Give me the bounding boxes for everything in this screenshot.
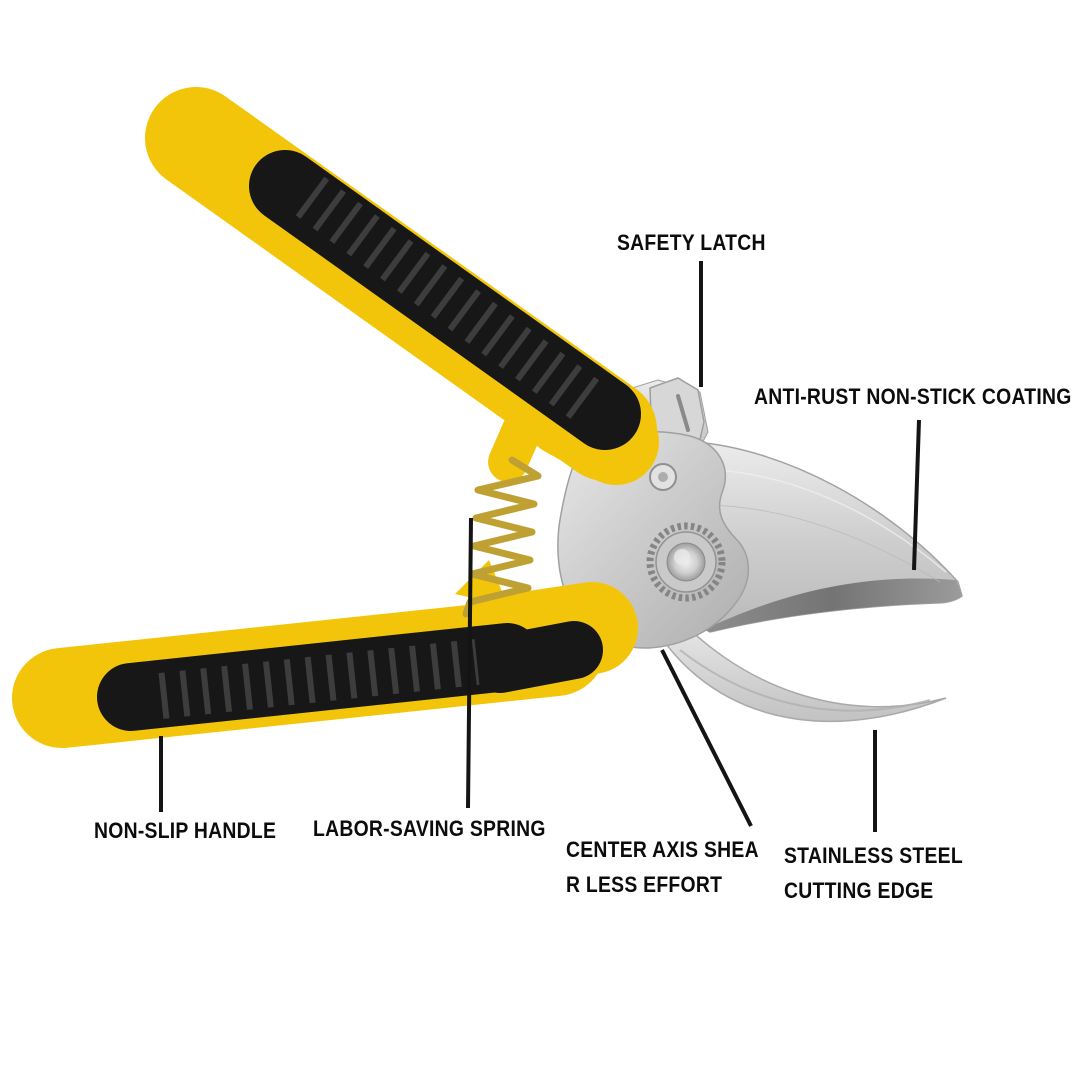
bolt-knurling xyxy=(646,522,726,602)
lower-handle-grip xyxy=(97,623,541,731)
leader-lines xyxy=(159,261,921,832)
spring-shape xyxy=(462,456,542,618)
leader-center-axis xyxy=(660,649,753,827)
center-axis-bolt xyxy=(646,522,726,602)
label-safety-latch: SAFETY LATCH xyxy=(617,230,766,255)
label-center-axis-line1: CENTER AXIS SHEA xyxy=(566,837,759,862)
blade-highlight xyxy=(715,469,947,573)
latch-slot xyxy=(676,394,690,432)
upper-spring-tab xyxy=(488,410,542,482)
label-stainless-steel-line1: STAINLESS STEEL xyxy=(784,843,963,868)
upper-handle-grip-ribs xyxy=(295,176,603,422)
spring-coil xyxy=(462,456,542,618)
latch-screw-inner xyxy=(658,472,668,482)
label-stainless-steel-line2: CUTTING EDGE xyxy=(784,878,934,903)
label-center-axis-line2: R LESS EFFORT xyxy=(566,872,723,897)
blade-cutting-bevel xyxy=(703,578,962,632)
leader-spring xyxy=(466,517,473,809)
lower-handle xyxy=(12,560,638,748)
lower-blade-shape xyxy=(647,596,947,723)
leader-anti-rust xyxy=(912,419,921,571)
label-labor-saving-spring: LABOR-SAVING SPRING xyxy=(313,816,546,841)
upper-handle xyxy=(145,87,659,485)
label-center-axis: CENTER AXIS SHEA R LESS EFFORT xyxy=(566,832,759,902)
label-non-slip-handle: NON-SLIP HANDLE xyxy=(94,818,277,843)
label-anti-rust-coating: ANTI-RUST NON-STICK COATING xyxy=(754,384,1072,409)
lower-blade-groove xyxy=(679,649,931,712)
label-stainless-steel: STAINLESS STEEL CUTTING EDGE xyxy=(784,838,963,908)
lower-counter-blade xyxy=(647,596,947,723)
latch-screw xyxy=(649,463,677,491)
bolt-highlight xyxy=(674,549,690,565)
